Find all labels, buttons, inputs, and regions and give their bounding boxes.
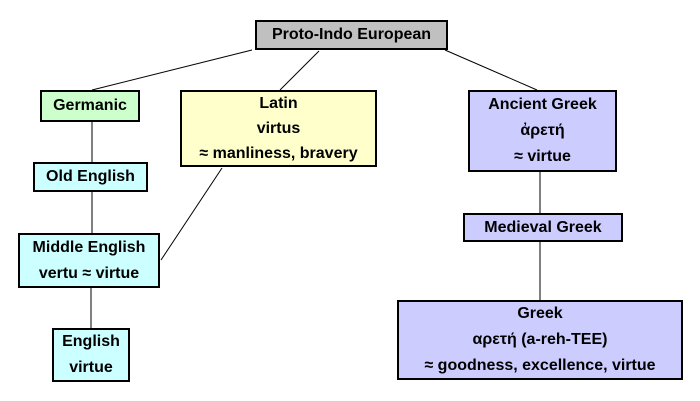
node-proto-indo-european: Proto-Indo European [255, 20, 448, 50]
node-english: English virtue [52, 328, 130, 382]
node-old-english: Old English [33, 162, 148, 192]
node-label: Germanic [53, 97, 127, 114]
node-label: Greek [517, 305, 563, 322]
node-label: Old English [46, 168, 135, 185]
node-greek: Greek αρετή (a-reh-TEE) ≈ goodness, exce… [397, 300, 683, 380]
node-word: vertu ≈ virtue [38, 264, 140, 282]
edge-pie-germanic [91, 49, 253, 91]
node-ancient-greek: Ancient Greek ἀρετή ≈ virtue [468, 90, 617, 172]
node-word: virtue [69, 359, 113, 376]
node-meaning: ≈ manliness, bravery [199, 145, 358, 162]
node-label: English [62, 333, 120, 350]
node-germanic: Germanic [40, 90, 140, 122]
node-label: Ancient Greek [488, 96, 597, 113]
edge-latin-middle-english [160, 167, 223, 261]
node-label: Middle English [32, 238, 146, 256]
node-medieval-greek: Medieval Greek [463, 213, 623, 242]
node-meaning: ≈ goodness, excellence, virtue [424, 357, 656, 374]
node-middle-english: Middle English vertu ≈ virtue [18, 233, 160, 288]
node-word: ἀρετή [520, 122, 565, 139]
node-label: Proto-Indo European [271, 26, 432, 43]
node-meaning: ≈ virtue [514, 148, 571, 165]
node-label: Medieval Greek [484, 218, 602, 236]
node-latin: Latin virtus ≈ manliness, bravery [180, 90, 377, 167]
edge-pie-ancient-greek [444, 49, 538, 91]
edge-pie-latin [279, 50, 320, 91]
node-word: αρετή (a-reh-TEE) [472, 331, 608, 348]
node-label: Latin [259, 95, 298, 112]
node-word: virtus [256, 120, 301, 137]
